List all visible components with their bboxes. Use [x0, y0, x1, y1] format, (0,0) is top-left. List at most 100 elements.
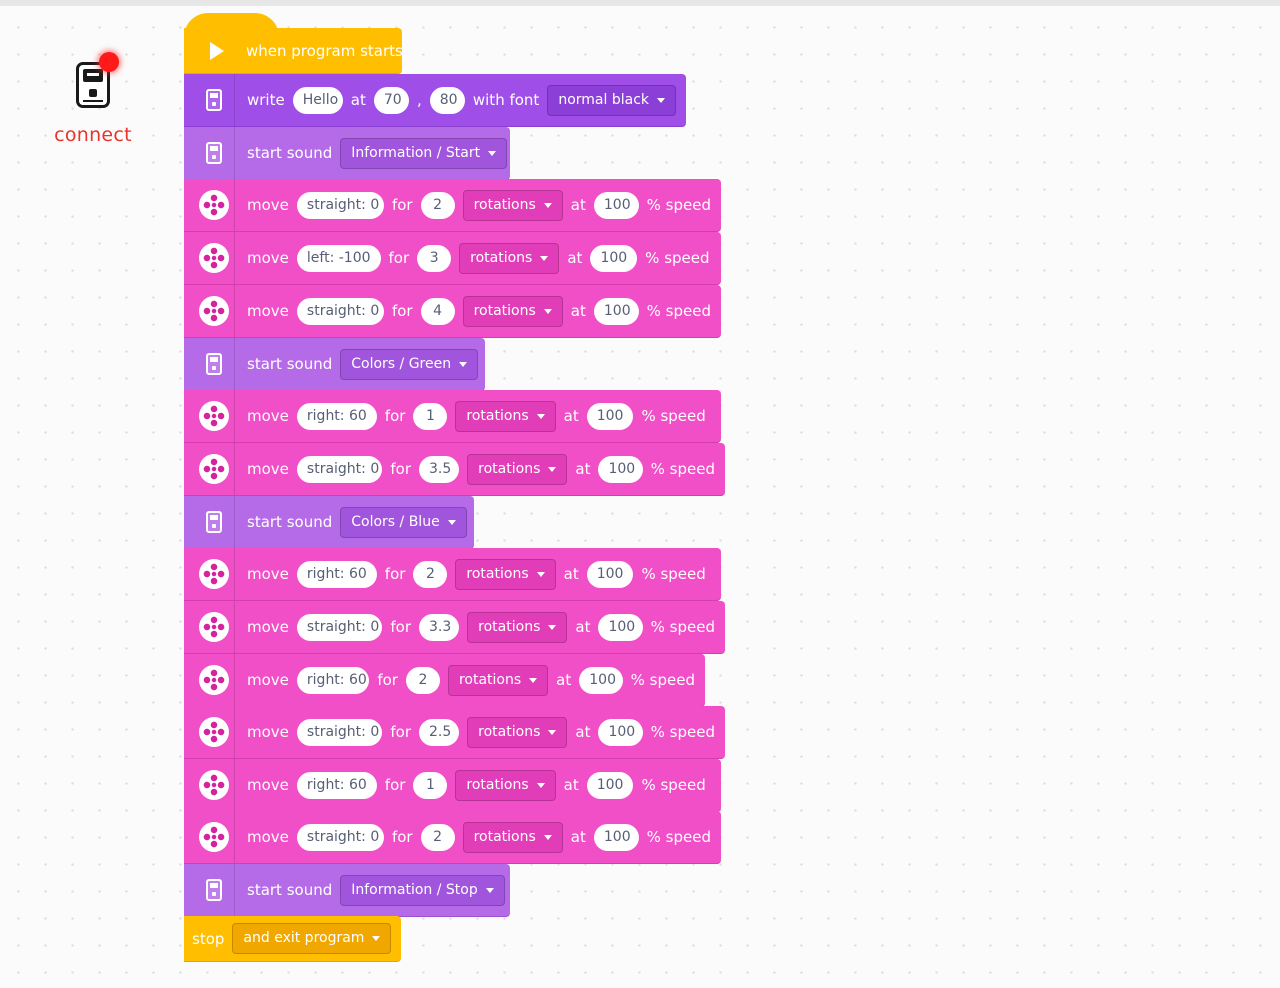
- connect-label[interactable]: connect: [54, 124, 132, 146]
- write-text-input[interactable]: Hello: [292, 86, 343, 114]
- hub-sound-icon: [194, 338, 235, 390]
- hat-label: when program starts: [246, 41, 403, 60]
- steering-input[interactable]: straight: 0: [296, 191, 384, 219]
- amount-input[interactable]: 2: [413, 560, 448, 588]
- chevron-down-icon: [447, 519, 456, 525]
- amount-input[interactable]: 4: [420, 297, 455, 325]
- steering-input[interactable]: straight: 0: [296, 718, 383, 746]
- unit-dropdown-value: rotations: [470, 249, 533, 266]
- unit-dropdown[interactable]: rotations: [447, 664, 549, 696]
- steering-input[interactable]: straight: 0: [296, 613, 383, 641]
- wheel-icon: [194, 285, 235, 337]
- unit-dropdown-value: rotations: [466, 407, 529, 424]
- unit-dropdown[interactable]: rotations: [467, 716, 568, 748]
- hub-sound-icon: [194, 496, 235, 548]
- wheel-icon: [194, 179, 235, 231]
- unit-dropdown[interactable]: rotations: [462, 295, 563, 327]
- unit-dropdown[interactable]: rotations: [455, 769, 556, 801]
- unit-dropdown[interactable]: rotations: [462, 821, 563, 853]
- for-label: for: [384, 776, 406, 794]
- speed-input[interactable]: 100: [598, 455, 643, 483]
- sound-dropdown[interactable]: Colors / Green: [340, 348, 479, 380]
- at-label: at: [563, 407, 579, 425]
- steering-input[interactable]: right: 60: [296, 402, 377, 430]
- when-program-starts-block[interactable]: when program starts: [184, 28, 403, 74]
- amount-input[interactable]: 2.5: [419, 718, 460, 746]
- write-y-input[interactable]: 80: [429, 86, 465, 114]
- write-x-input[interactable]: 70: [373, 86, 409, 114]
- amount-input[interactable]: 2: [420, 191, 455, 219]
- steering-input[interactable]: straight: 0: [296, 297, 384, 325]
- amount-input[interactable]: 3.5: [419, 455, 460, 483]
- font-dropdown[interactable]: normal black: [547, 84, 676, 116]
- speed-input[interactable]: 100: [590, 244, 638, 272]
- speed-label: % speed: [630, 671, 695, 689]
- speed-input[interactable]: 100: [586, 771, 634, 799]
- write-at-label: at: [350, 91, 366, 109]
- stop-option-dropdown[interactable]: and exit program: [232, 923, 392, 954]
- for-label: for: [390, 460, 412, 478]
- amount-input[interactable]: 3.3: [419, 613, 460, 641]
- move-label: move: [247, 249, 289, 267]
- speed-input[interactable]: 100: [593, 191, 639, 219]
- chevron-down-icon: [536, 782, 545, 788]
- sound-dropdown[interactable]: Information / Start: [340, 137, 508, 169]
- amount-input[interactable]: 3: [417, 244, 452, 272]
- at-label: at: [570, 302, 586, 320]
- speed-input[interactable]: 100: [579, 666, 623, 694]
- steering-input[interactable]: left: -100: [296, 244, 381, 272]
- stop-program-block[interactable]: stop and exit program: [184, 916, 401, 962]
- chevron-down-icon: [543, 202, 552, 208]
- speed-input[interactable]: 100: [586, 402, 634, 430]
- speed-input[interactable]: 100: [598, 613, 643, 641]
- sound-dropdown[interactable]: Colors / Blue: [340, 506, 467, 538]
- steering-input[interactable]: right: 60: [296, 771, 377, 799]
- speed-input[interactable]: 100: [593, 297, 639, 325]
- write-block[interactable]: write Hello at 70 , 80 with font normal …: [184, 74, 686, 127]
- chevron-down-icon: [543, 308, 552, 314]
- steering-input[interactable]: right: 60: [296, 560, 377, 588]
- speed-input[interactable]: 100: [593, 823, 639, 851]
- speed-input[interactable]: 100: [598, 718, 643, 746]
- unit-dropdown[interactable]: rotations: [455, 558, 556, 590]
- sound-dropdown[interactable]: Information / Stop: [340, 874, 505, 906]
- amount-input[interactable]: 2: [420, 823, 455, 851]
- wheel-icon: [194, 654, 235, 706]
- connect-widget[interactable]: connect: [40, 46, 150, 156]
- steering-input[interactable]: straight: 0: [296, 823, 384, 851]
- move-label: move: [247, 302, 289, 320]
- unit-dropdown[interactable]: rotations: [467, 611, 568, 643]
- amount-input[interactable]: 1: [413, 771, 448, 799]
- chevron-down-icon: [372, 936, 381, 941]
- unit-dropdown[interactable]: rotations: [455, 400, 556, 432]
- steering-input[interactable]: straight: 0: [296, 455, 383, 483]
- amount-input[interactable]: 2: [405, 666, 440, 694]
- wheel-icon: [194, 601, 235, 653]
- steering-input[interactable]: right: 60: [296, 666, 370, 694]
- unit-dropdown[interactable]: rotations: [462, 189, 563, 221]
- chevron-down-icon: [548, 624, 557, 630]
- move-label: move: [247, 460, 289, 478]
- chevron-down-icon: [536, 571, 545, 577]
- unit-dropdown[interactable]: rotations: [467, 453, 568, 485]
- wheel-icon: [194, 390, 235, 442]
- speed-input[interactable]: 100: [586, 560, 634, 588]
- speed-label: % speed: [641, 565, 706, 583]
- unit-dropdown[interactable]: rotations: [459, 242, 560, 274]
- amount-input[interactable]: 1: [413, 402, 448, 430]
